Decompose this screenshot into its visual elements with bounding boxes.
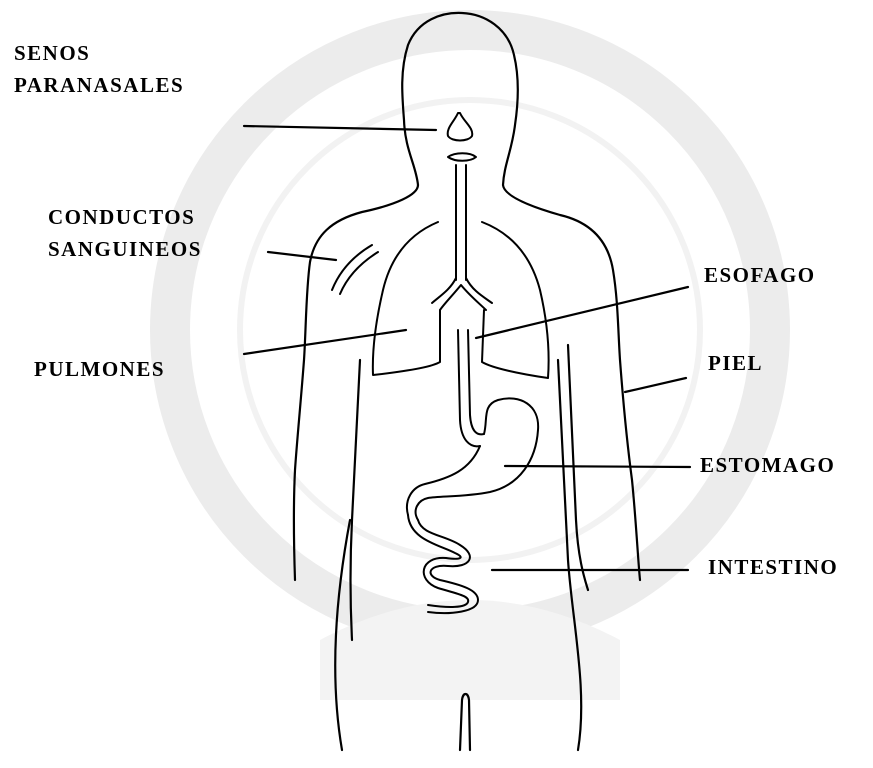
label-esofago: ESOFAGO <box>704 262 816 288</box>
label-pulmones-text: PULMONES <box>34 356 165 382</box>
label-conductos-sanguineos: CONDUCTOS SANGUINEOS <box>48 204 202 262</box>
leader-esofago <box>476 287 688 338</box>
leader-conductos <box>268 252 336 260</box>
leader-pulmones <box>244 330 406 354</box>
leader-piel <box>625 378 686 392</box>
label-conductos-line1: CONDUCTOS <box>48 204 202 230</box>
label-conductos-line2: SANGUINEOS <box>48 236 202 262</box>
leader-estomago <box>505 466 690 467</box>
label-esofago-text: ESOFAGO <box>704 262 816 288</box>
label-intestino: INTESTINO <box>708 554 838 580</box>
label-senos-paranasales: SENOS PARANASALES <box>14 40 184 98</box>
label-piel-text: PIEL <box>708 350 763 376</box>
label-pulmones: PULMONES <box>34 356 165 382</box>
label-piel: PIEL <box>708 350 763 376</box>
leader-senos <box>244 126 436 130</box>
label-intestino-text: INTESTINO <box>708 554 838 580</box>
label-estomago: ESTOMAGO <box>700 452 835 478</box>
label-estomago-text: ESTOMAGO <box>700 452 835 478</box>
label-senos-line1: SENOS <box>14 40 184 66</box>
label-senos-line2: PARANASALES <box>14 72 184 98</box>
